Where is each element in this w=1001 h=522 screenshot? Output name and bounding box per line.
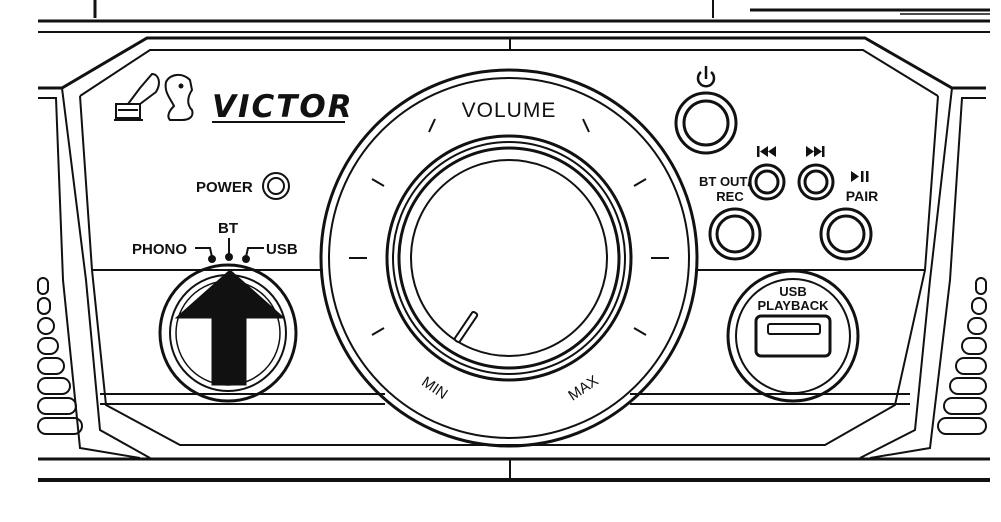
bt-out-label-line2: REC xyxy=(716,189,744,204)
bt-out-label-line1: BT OUT/ xyxy=(699,174,751,189)
volume-label: VOLUME xyxy=(462,99,557,122)
dog-icon xyxy=(164,74,194,121)
power-label: POWER xyxy=(196,179,253,196)
volume-bezel-rings xyxy=(319,68,699,448)
top-housing xyxy=(38,0,990,33)
next-track-button[interactable] xyxy=(797,163,835,201)
bt-out-rec-button[interactable] xyxy=(708,207,762,261)
brand-logo: VICTOR xyxy=(114,72,354,125)
bottom-housing xyxy=(38,457,990,482)
pair-label: PAIR xyxy=(846,188,878,204)
skip-previous-icon xyxy=(757,146,776,157)
volume-scale-ticks xyxy=(349,118,669,336)
skip-next-icon xyxy=(806,146,825,157)
usb-playback-port-housing xyxy=(726,269,860,403)
up-arrow-icon xyxy=(174,269,286,386)
power-icon xyxy=(696,66,716,88)
gramophone-icon xyxy=(114,72,160,121)
volume-max-label: MAX xyxy=(565,372,601,404)
play-pause-pair-button[interactable] xyxy=(819,207,873,261)
source-label-phono: PHONO xyxy=(132,241,187,258)
brand-wordmark: VICTOR xyxy=(212,89,354,125)
power-indicator-led xyxy=(262,172,290,200)
play-pause-icon xyxy=(851,171,869,182)
left-vent-grille xyxy=(37,277,83,435)
source-position-markers xyxy=(195,238,264,263)
usb-playback-label-line2: PLAYBACK xyxy=(757,298,829,313)
right-vent-grille xyxy=(937,277,987,435)
volume-min-label: MIN xyxy=(418,374,450,403)
source-label-bt: BT xyxy=(218,220,238,237)
previous-track-button[interactable] xyxy=(748,163,786,201)
source-selector-knob[interactable] xyxy=(158,263,298,403)
usb-playback-label-line1: USB xyxy=(779,284,806,299)
power-button[interactable] xyxy=(674,91,738,155)
volume-control[interactable]: VOLUME MIN MAX xyxy=(319,68,699,448)
volume-knob[interactable] xyxy=(385,134,633,382)
usb-port[interactable] xyxy=(754,314,832,358)
source-label-usb: USB xyxy=(266,241,298,258)
volume-pointer xyxy=(453,311,479,343)
